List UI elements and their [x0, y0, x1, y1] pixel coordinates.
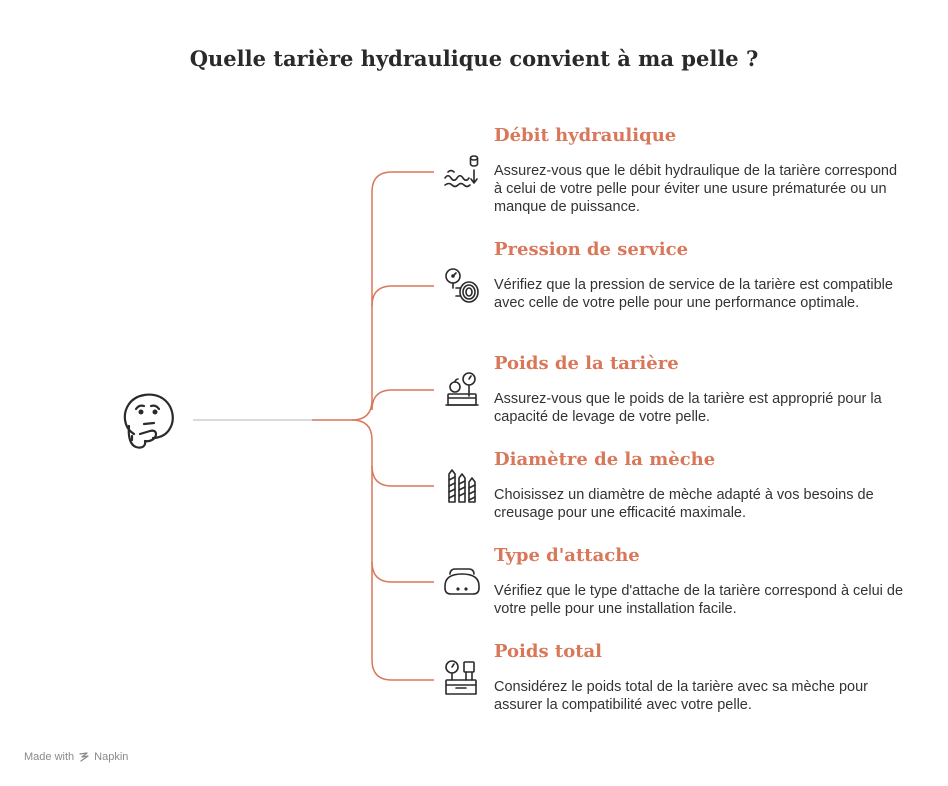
item-heading-2: Pression de service [494, 239, 689, 260]
total-weight-scale-icon [445, 660, 477, 695]
footer-prefix: Made with [24, 751, 75, 763]
item-heading-1: Débit hydraulique [494, 125, 677, 146]
item-description-6: Considérez le poids total de la tarière … [494, 679, 868, 713]
page-title: Quelle tarière hydraulique convient à ma… [189, 46, 759, 71]
item-description-5: Vérifiez que le type d'attache de la tar… [494, 583, 904, 617]
item-description-4: Choisissez un diamètre de mèche adapté à… [494, 487, 874, 521]
footer-credit: Made with Napkin [24, 751, 128, 763]
pressure-gauge-icon [445, 268, 479, 303]
item-heading-6: Poids total [494, 641, 603, 662]
drill-bits-icon [448, 469, 476, 503]
item-heading-4: Diamètre de la mèche [494, 449, 716, 470]
napkin-logo-icon [79, 752, 89, 762]
item-description-3: Assurez-vous que le poids de la tarière … [494, 391, 882, 425]
footer-brand: Napkin [94, 751, 129, 763]
item-description-2: Vérifiez que la pression de service de l… [494, 277, 893, 311]
branch-line-6 [351, 419, 434, 681]
item-description-1: Assurez-vous que le débit hydraulique de… [494, 163, 898, 215]
branch-line-2 [371, 285, 434, 307]
branch-line-1 [351, 171, 434, 421]
branch-line-4 [371, 465, 434, 487]
item-heading-3: Poids de la tarière [494, 353, 679, 374]
attachment-icon [444, 568, 480, 595]
branch-line-5 [371, 561, 434, 583]
branch-line-3 [371, 389, 434, 411]
hydraulic-flow-icon [444, 155, 479, 188]
weighing-scale-icon [445, 372, 479, 406]
item-heading-5: Type d'attache [494, 545, 640, 566]
thinking-face-icon [123, 393, 174, 449]
